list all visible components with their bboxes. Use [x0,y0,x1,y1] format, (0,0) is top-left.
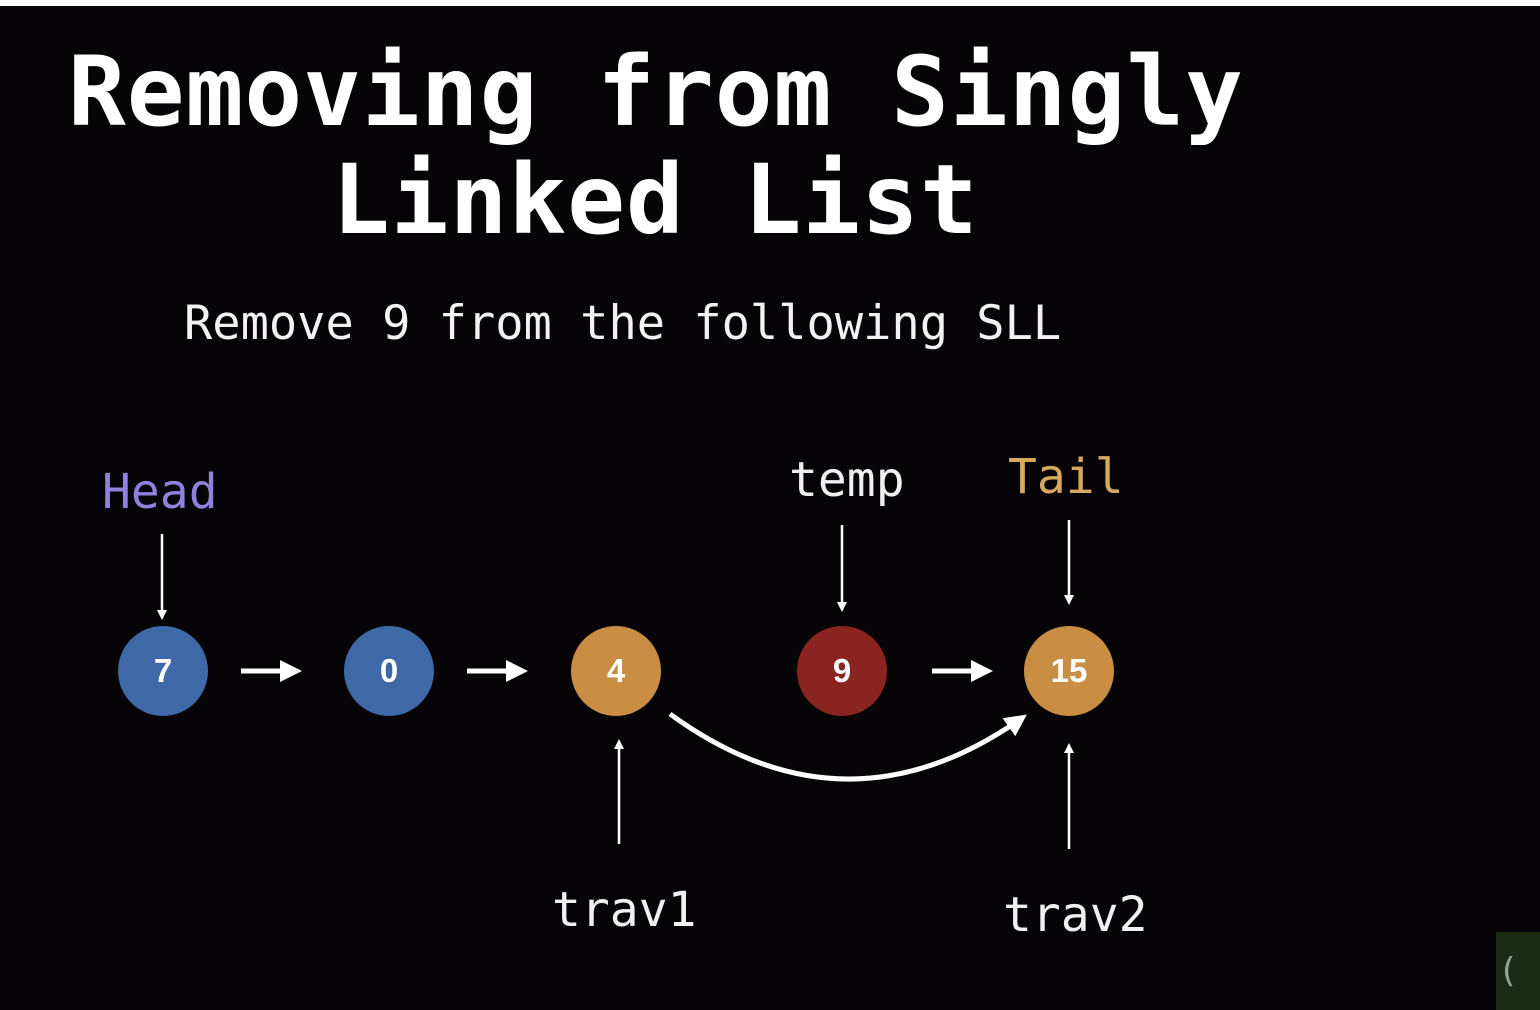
trav1-label: trav1 [552,882,697,938]
linked-list-diagram [157,520,1074,849]
node-value: 15 [1050,652,1088,689]
slide-subtitle: Remove 9 from the following SLL [184,296,1062,351]
trav2-label: trav2 [1003,887,1148,943]
node-value: 7 [153,652,173,689]
list-node-15: 15 [1024,626,1114,716]
node-value: 4 [606,652,626,689]
head-label: Head [102,464,218,520]
freecodecamp-logo-icon: ( [1496,932,1540,1010]
tail-label: Tail [1008,449,1124,505]
list-node-7: 7 [118,626,208,716]
slide-title-line-1: Removing from Singly [68,36,1244,148]
list-node-9: 9 [797,626,887,716]
list-node-4: 4 [571,626,661,716]
temp-label: temp [789,452,905,508]
bypass-link-arrow-4-15 [668,711,1027,782]
node-value: 0 [379,652,399,689]
slide: Removing from Singly Linked List Remove … [0,6,1540,1010]
slide-title-line-2: Linked List [332,144,979,256]
list-node-0: 0 [344,626,434,716]
node-value: 9 [832,652,852,689]
